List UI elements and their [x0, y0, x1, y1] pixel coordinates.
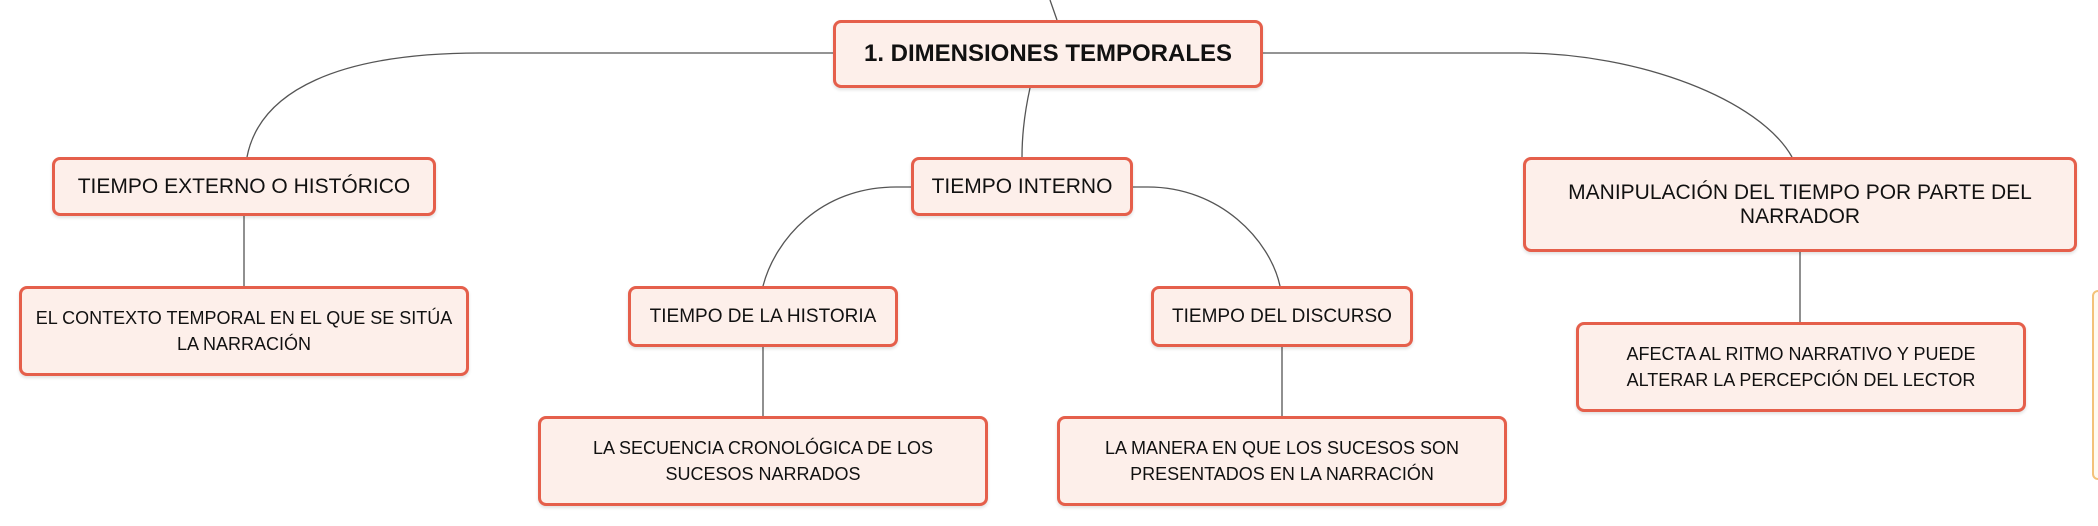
node-externo-detail-label: EL CONTEXTO TEMPORAL EN EL QUE SE SITÚA … — [35, 308, 453, 354]
node-historia-detail-label: LA SECUENCIA CRONOLÓGICA DE LOS SUCESOS … — [592, 438, 934, 484]
node-root[interactable]: 1. DIMENSIONES TEMPORALES — [833, 20, 1263, 88]
node-externo-detail[interactable]: EL CONTEXTO TEMPORAL EN EL QUE SE SITÚA … — [19, 286, 469, 376]
offscreen-node-edge — [2092, 290, 2098, 480]
node-discurso-detail-label: LA MANERA EN QUE LOS SUCESOS SON PRESENT… — [1104, 438, 1460, 484]
node-historia-detail[interactable]: LA SECUENCIA CRONOLÓGICA DE LOS SUCESOS … — [538, 416, 988, 506]
node-manipulacion-detail-label: AFECTA AL RITMO NARRATIVO Y PUEDE ALTERA… — [1626, 344, 1976, 390]
connector-root-parent — [1049, 0, 1058, 21]
node-tiempo-interno-label: TIEMPO INTERNO — [931, 174, 1113, 198]
node-tiempo-discurso[interactable]: TIEMPO DEL DISCURSO — [1151, 286, 1413, 347]
node-tiempo-interno[interactable]: TIEMPO INTERNO — [911, 157, 1133, 216]
connector-interno-discurso — [1133, 186, 1281, 287]
node-manipulacion-label: MANIPULACIÓN DEL TIEMPO POR PARTE DEL NA… — [1568, 180, 2032, 228]
node-tiempo-historia-label: TIEMPO DE LA HISTORIA — [649, 305, 877, 327]
node-root-label: 1. DIMENSIONES TEMPORALES — [863, 40, 1233, 67]
connector-root-externo — [246, 52, 833, 158]
connector-root-interno — [1021, 87, 1031, 158]
node-tiempo-externo[interactable]: TIEMPO EXTERNO O HISTÓRICO — [52, 157, 436, 216]
connector-root-manipulacion — [1263, 52, 1793, 158]
node-manipulacion-detail[interactable]: AFECTA AL RITMO NARRATIVO Y PUEDE ALTERA… — [1576, 322, 2026, 412]
node-tiempo-historia[interactable]: TIEMPO DE LA HISTORIA — [628, 286, 898, 347]
connector-interno-historia — [762, 186, 911, 287]
node-manipulacion[interactable]: MANIPULACIÓN DEL TIEMPO POR PARTE DEL NA… — [1523, 157, 2077, 252]
node-tiempo-externo-label: TIEMPO EXTERNO O HISTÓRICO — [77, 174, 411, 198]
node-discurso-detail[interactable]: LA MANERA EN QUE LOS SUCESOS SON PRESENT… — [1057, 416, 1507, 506]
node-tiempo-discurso-label: TIEMPO DEL DISCURSO — [1172, 305, 1392, 327]
